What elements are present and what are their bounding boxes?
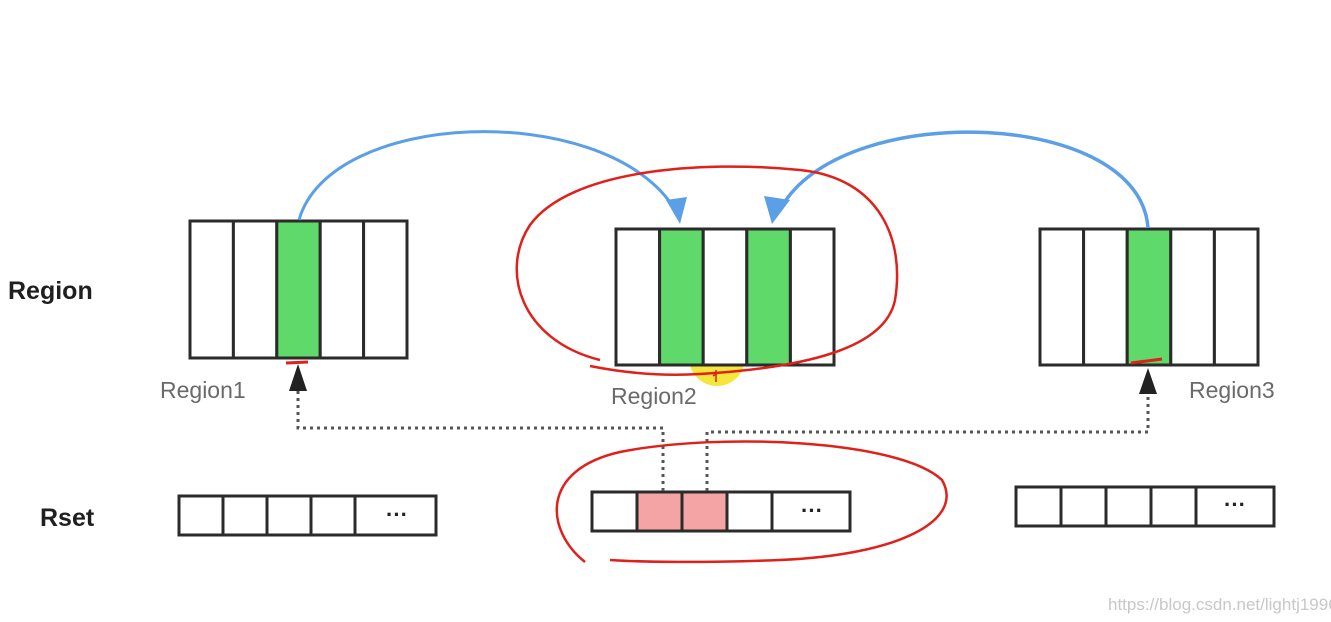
region2-label: Region2	[611, 383, 697, 409]
rset-slot	[1104, 485, 1153, 528]
reference-arrow-region1-to-region2	[297, 130, 674, 221]
rset2-ellipsis: ···	[801, 498, 823, 523]
region-card	[1038, 227, 1086, 367]
rset1-ellipsis: ···	[386, 502, 408, 527]
region-card	[275, 219, 322, 360]
rset-slot	[265, 494, 313, 537]
rset-2	[590, 490, 852, 533]
rset3-ellipsis: ···	[1224, 492, 1246, 517]
rset-link-arrowhead-1	[289, 364, 307, 391]
region1-label: Region1	[160, 377, 246, 403]
rset-slot	[221, 494, 269, 537]
rset-ellipsis-slot	[353, 494, 438, 537]
region-1	[188, 219, 409, 360]
rset-3	[1014, 485, 1276, 528]
annotation-mark-region1	[285, 360, 309, 365]
rset-slot	[309, 494, 357, 537]
rset-ellipsis-slot	[770, 490, 852, 533]
rset-link-arrowhead-2	[1139, 368, 1157, 394]
annotation-circle-rset2	[555, 440, 948, 564]
region-card	[614, 227, 662, 367]
region-card	[788, 227, 836, 367]
rset-slot	[1149, 485, 1198, 528]
region-card	[1169, 227, 1216, 367]
rset-slot	[635, 490, 684, 533]
watermark: https://blog.csdn.net/lightj1996	[1108, 595, 1331, 614]
region-card	[701, 227, 749, 367]
region-row-label: Region	[8, 277, 93, 305]
rset-slot	[1059, 485, 1108, 528]
region-card	[1212, 227, 1260, 367]
rset-ellipsis-slot	[1194, 485, 1276, 528]
rset-slot	[177, 494, 225, 537]
rset-link-to-region3	[705, 390, 1150, 491]
reference-arrowhead-1	[666, 197, 687, 224]
annotation-mark-cursor	[712, 370, 720, 382]
region-3	[1038, 227, 1260, 367]
region-card	[188, 219, 235, 360]
region-card	[231, 219, 279, 360]
rset-slot	[590, 490, 639, 533]
reference-arrowhead-2	[764, 196, 790, 224]
reference-arrow-region3-to-region2	[782, 130, 1150, 229]
region-card	[658, 227, 705, 367]
region-card	[745, 227, 792, 367]
annotation-mark-region3	[1130, 357, 1163, 365]
region3-label: Region3	[1189, 377, 1275, 403]
rset-link-to-region1	[296, 388, 665, 491]
region-card	[1082, 227, 1129, 367]
region-2	[614, 227, 836, 367]
rset-1	[177, 494, 438, 537]
rset-row-label: Rset	[40, 504, 95, 532]
region-card	[362, 219, 409, 360]
rset-slot	[680, 490, 729, 533]
rset-slot	[725, 490, 774, 533]
region-card	[318, 219, 366, 360]
region-card	[1125, 227, 1173, 367]
annotation-circle-region2	[515, 165, 899, 376]
rset-slot	[1014, 485, 1063, 528]
